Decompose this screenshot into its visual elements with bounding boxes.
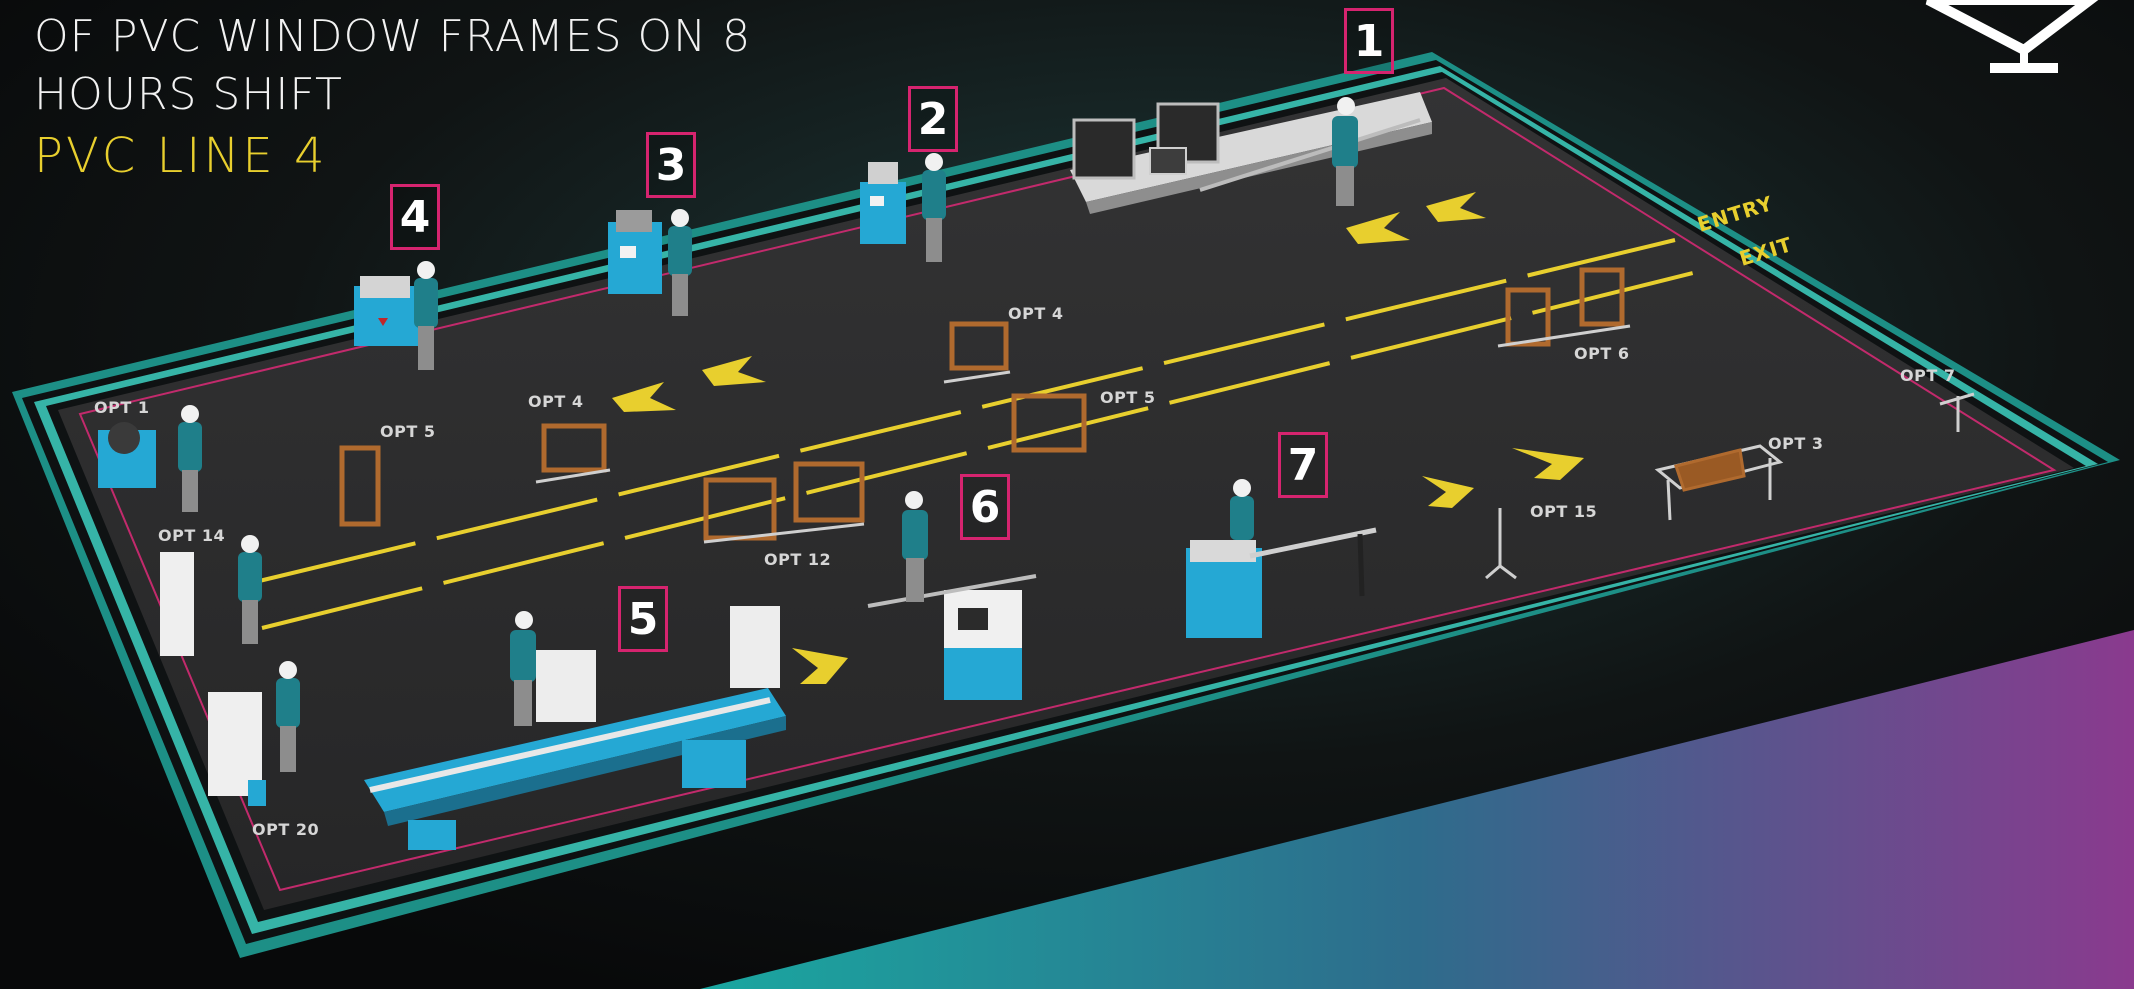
opt-1-machine <box>98 422 156 488</box>
opt-4-center-label: OPT 4 <box>1008 304 1063 323</box>
machine-station-3 <box>608 210 662 294</box>
opt-6-label: OPT 6 <box>1574 344 1629 363</box>
machine-station-4 <box>354 276 418 346</box>
opt-15-label: OPT 15 <box>1530 502 1597 521</box>
line-name: PVC LINE 4 <box>34 128 327 184</box>
station-badge-3: 3 <box>646 132 696 198</box>
opt-20-machine <box>208 692 266 806</box>
station-badge-5: 5 <box>618 586 668 652</box>
station-badge-1: 1 <box>1344 8 1394 74</box>
station-badge-4: 4 <box>390 184 440 250</box>
opt-20-label: OPT 20 <box>252 820 319 839</box>
opt-5-center-label: OPT 5 <box>1100 388 1155 407</box>
station-badge-6: 6 <box>960 474 1010 540</box>
opt-14-label: OPT 14 <box>158 526 225 545</box>
station-badge-2: 2 <box>908 86 958 152</box>
opt-3-label: OPT 3 <box>1768 434 1823 453</box>
opt-5-left-label: OPT 5 <box>380 422 435 441</box>
opt-7-label: OPT 7 <box>1900 366 1955 385</box>
opt-4-left-label: OPT 4 <box>528 392 583 411</box>
headline-line-1: OF PVC WINDOW FRAMES ON 8 <box>34 8 751 66</box>
page-headline: OF PVC WINDOW FRAMES ON 8 HOURS SHIFT <box>34 8 751 124</box>
headline-line-2: HOURS SHIFT <box>34 66 751 124</box>
station-badge-7: 7 <box>1278 432 1328 498</box>
opt-12-label: OPT 12 <box>764 550 831 569</box>
opt-1-label: OPT 1 <box>94 398 149 417</box>
opt-14-machine <box>160 552 194 656</box>
